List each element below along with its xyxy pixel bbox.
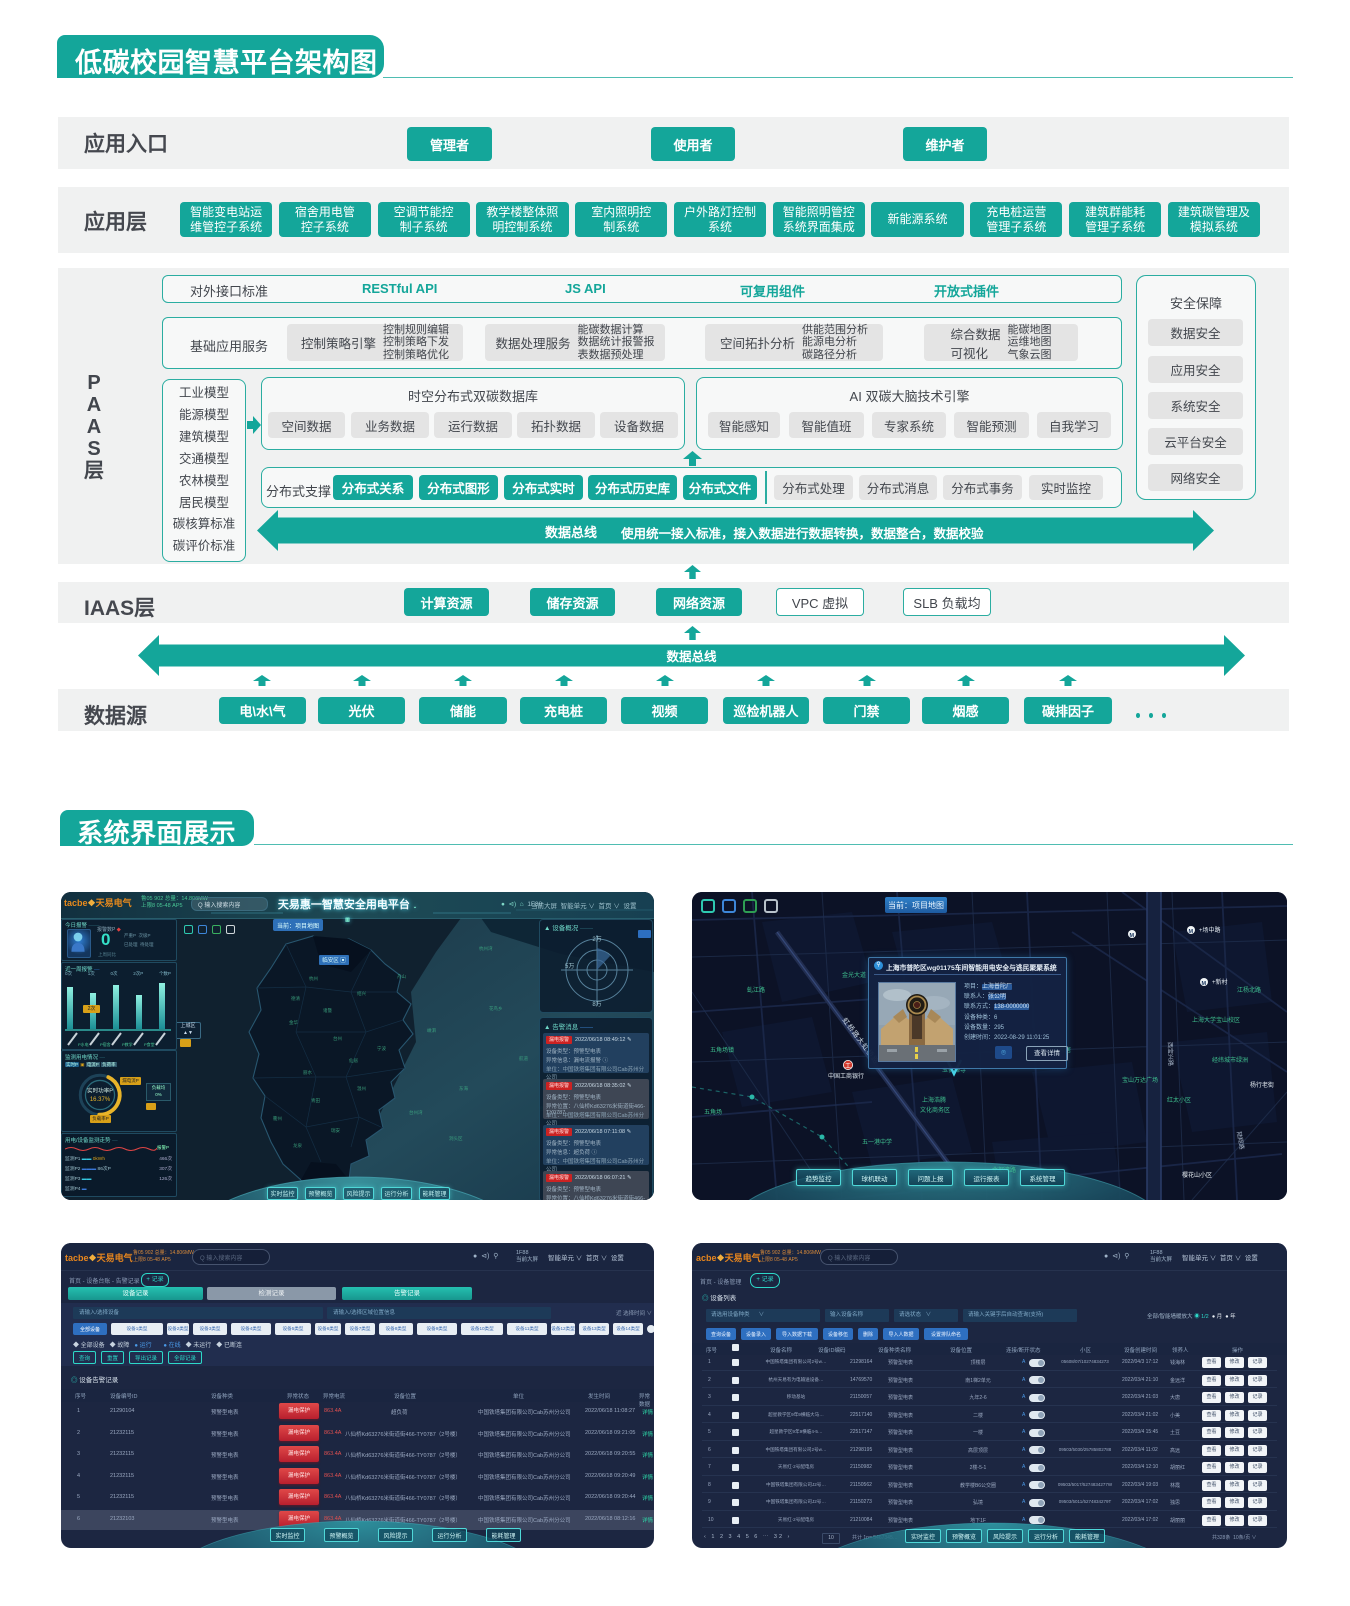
svg-text:+新村: +新村 <box>1212 978 1228 986</box>
svg-text:诸暨: 诸暨 <box>323 1008 332 1014</box>
svg-text:嵊泗: 嵊泗 <box>427 1027 436 1034</box>
svg-text:杨行老街: 杨行老街 <box>1250 1081 1274 1089</box>
svg-text:西宝兴路: 西宝兴路 <box>1166 1042 1175 1066</box>
svg-text:江杨北路: 江杨北路 <box>1237 986 1261 994</box>
svg-text:舟山: 舟山 <box>397 973 406 980</box>
svg-text:五角场: 五角场 <box>704 1108 722 1116</box>
svg-text:文化商务区: 文化商务区 <box>920 1106 950 1114</box>
svg-text:瑞安: 瑞安 <box>331 1127 340 1134</box>
svg-text:P教学: P教学 <box>122 1041 133 1047</box>
svg-text:+场中路: +场中路 <box>1199 926 1221 934</box>
svg-text:五一港中学: 五一港中学 <box>862 1138 892 1146</box>
svg-text:陆翔路: 陆翔路 <box>1235 1131 1246 1150</box>
svg-text:8万: 8万 <box>592 1001 601 1008</box>
svg-text:衢州: 衢州 <box>273 1115 282 1122</box>
svg-text:中国工商银行: 中国工商银行 <box>828 1072 864 1080</box>
svg-text:花鸟乡: 花鸟乡 <box>489 1005 503 1012</box>
svg-text:樱花山小区: 樱花山小区 <box>1182 1171 1212 1179</box>
svg-text:台州: 台州 <box>333 1035 342 1042</box>
svg-text:台州湾: 台州湾 <box>409 1109 423 1116</box>
svg-text:东海: 东海 <box>459 1085 468 1092</box>
svg-text:青田: 青田 <box>311 1097 320 1104</box>
svg-text:M: M <box>1202 981 1207 987</box>
svg-text:上海大学宝山校区: 上海大学宝山校区 <box>1192 1016 1240 1024</box>
svg-text:2万: 2万 <box>592 936 601 943</box>
svg-text:德清: 德清 <box>291 995 300 1002</box>
svg-text:金光大道: 金光大道 <box>842 971 866 979</box>
svg-text:P水电: P水电 <box>78 1041 89 1047</box>
svg-text:M: M <box>1130 933 1135 939</box>
svg-text:上海浩腾: 上海浩腾 <box>922 1096 946 1104</box>
svg-text:洞头区: 洞头区 <box>449 1135 463 1142</box>
svg-text:龙泉: 龙泉 <box>293 1142 302 1149</box>
svg-text:丽水: 丽水 <box>303 1069 312 1076</box>
svg-text:杭州湾: 杭州湾 <box>479 945 493 952</box>
svg-text:5万: 5万 <box>565 963 574 970</box>
svg-text:M: M <box>1189 929 1194 935</box>
svg-text:红太小区: 红太小区 <box>1167 1096 1191 1104</box>
svg-text:P宿舍: P宿舍 <box>100 1041 111 1047</box>
svg-text:仙居: 仙居 <box>349 1057 358 1064</box>
svg-text:宝山万达广场: 宝山万达广场 <box>1122 1076 1158 1084</box>
svg-text:虬江路: 虬江路 <box>747 986 765 994</box>
svg-text:工: 工 <box>845 1063 851 1070</box>
svg-text:绍兴: 绍兴 <box>357 990 366 997</box>
svg-text:航道: 航道 <box>519 1055 528 1062</box>
svg-text:16.37%: 16.37% <box>90 1097 111 1103</box>
svg-text:温州: 温州 <box>357 1085 366 1092</box>
svg-text:玉佛禅寺: 玉佛禅寺 <box>942 1066 966 1074</box>
svg-text:经纬城市绿洲: 经纬城市绿洲 <box>1212 1056 1248 1064</box>
svg-text:宁波: 宁波 <box>377 1045 386 1052</box>
svg-text:金华: 金华 <box>289 1019 298 1026</box>
svg-text:五角场镇: 五角场镇 <box>710 1046 734 1054</box>
svg-text:杭州: 杭州 <box>309 975 318 982</box>
svg-text:P食堂: P食堂 <box>144 1041 155 1047</box>
svg-text:实时功率P: 实时功率P <box>87 1086 113 1094</box>
